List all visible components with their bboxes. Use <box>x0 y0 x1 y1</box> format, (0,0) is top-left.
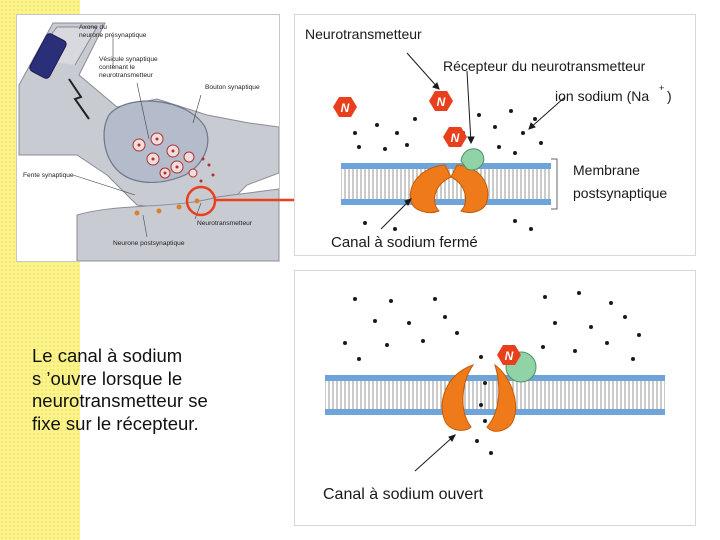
membrane-label-line-1: Membrane <box>573 162 640 178</box>
open-channel-panel: N Canal à sodium ouvert <box>294 270 696 526</box>
synapse-overview-panel: Axone du neurone présynaptique Vésicule … <box>16 14 280 262</box>
bound-neurotransmitter-molecule: N <box>497 345 521 365</box>
closed-channel-caption: Canal à sodium fermé <box>331 234 478 251</box>
summary-line-2: s ’ouvre lorsque le <box>32 367 183 389</box>
receptor-label: Récepteur du neurotransmetteur <box>443 58 646 74</box>
closed-channel-panel: N N N Neurotransmetteur Récepteur du neu… <box>294 14 696 256</box>
neurotransmitter-label: Neurotransmetteur <box>305 26 422 42</box>
receptor <box>460 148 485 171</box>
summary-line-3: neurotransmetteur se <box>32 390 208 411</box>
summary-line-1: Le canal à sodium <box>32 345 183 366</box>
sodium-ions <box>343 291 641 455</box>
sodium-ion-label: ion sodium (Na <box>555 88 649 104</box>
cleft-label: Fente synaptique <box>23 172 74 179</box>
svg-text:N: N <box>437 95 446 109</box>
closed-sodium-channel <box>409 164 489 214</box>
vesicle-label-line-1: Vésicule synaptique <box>99 56 158 63</box>
neurotransmitter-molecule: N <box>333 97 357 117</box>
vesicle-label-line-3: neurotransmetteur <box>99 72 154 79</box>
summary-caption: Le canal à sodium s ’ouvre lorsque le ne… <box>32 345 282 435</box>
closed-channel-illustration: N N N Neurotransmetteur Récepteur du neu… <box>305 26 672 251</box>
postsynaptic-neuron-label: Neurone postsynaptique <box>113 240 185 247</box>
open-channel-illustration: N Canal à sodium ouvert <box>323 291 665 503</box>
svg-text:N: N <box>341 101 350 115</box>
membrane-bottom-layer <box>341 199 551 205</box>
open-channel-caption: Canal à sodium ouvert <box>323 486 484 503</box>
sodium-ion-close-paren: ) <box>667 88 672 104</box>
axon-label-line-1: Axone du <box>79 24 107 31</box>
membrane-label-line-2: postsynaptique <box>573 185 667 201</box>
neurotransmitter-label: Neurotransmetteur <box>197 220 253 227</box>
summary-line-4: fixe sur le récepteur. <box>32 412 199 434</box>
membrane-top-layer <box>325 375 665 381</box>
vesicle-label-line-2: contenant le <box>99 64 135 71</box>
synapse-illustration: Axone du neurone présynaptique Vésicule … <box>18 22 279 261</box>
sodium-ion-charge: + <box>659 83 664 93</box>
neurotransmitter-molecule: N <box>429 91 453 111</box>
svg-text:N: N <box>505 349 514 363</box>
axon-label-line-2: neurone présynaptique <box>79 32 147 39</box>
svg-text:N: N <box>451 131 460 145</box>
neurotransmitter-molecule: N <box>443 127 467 147</box>
bouton-label: Bouton synaptique <box>205 84 260 91</box>
open-sodium-channel <box>441 363 517 432</box>
